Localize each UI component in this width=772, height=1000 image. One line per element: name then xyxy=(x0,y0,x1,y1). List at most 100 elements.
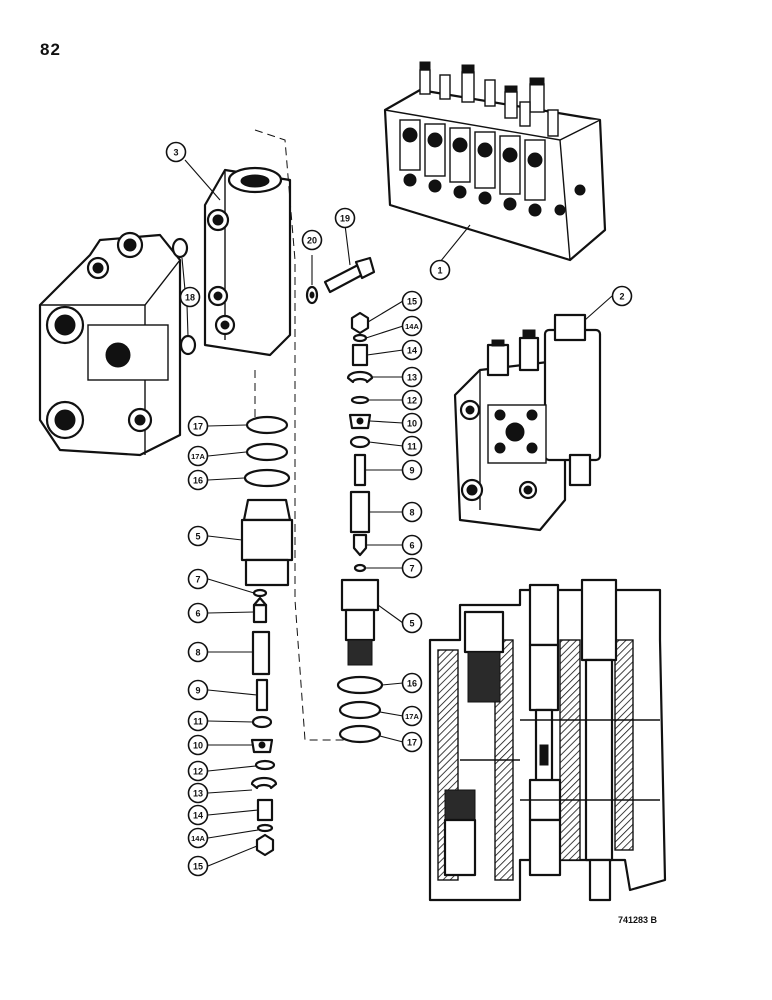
callout-label: 11 xyxy=(407,442,417,452)
callout-c14l: 14 xyxy=(187,804,209,826)
o-rings-18 xyxy=(171,237,197,356)
callout-c5r: 5 xyxy=(401,612,423,634)
callout-c16r: 16 xyxy=(401,672,423,694)
callout-label: 13 xyxy=(407,373,417,383)
callout-bubble xyxy=(401,315,423,337)
assembly-guide-line xyxy=(254,129,360,741)
valve-section xyxy=(453,295,613,532)
callout-bubble xyxy=(187,710,209,732)
callout-bubble xyxy=(187,602,209,624)
callout-c14r: 14 xyxy=(401,339,423,361)
callout-label: 7 xyxy=(409,564,414,574)
callout-layer: 1231820191514A1413121011986751617A171717… xyxy=(165,141,633,877)
callout-label: 15 xyxy=(407,297,417,307)
callout-bubble xyxy=(187,641,209,663)
callout-c15r: 15 xyxy=(401,290,423,312)
washer-and-bolt xyxy=(305,224,376,305)
callout-c9r: 9 xyxy=(401,459,423,481)
page-number: 82 xyxy=(40,40,61,59)
callout-label: 19 xyxy=(340,214,350,224)
relief-valve-stack-left xyxy=(240,415,294,857)
callout-bubble xyxy=(187,827,209,849)
callout-c14Al: 14A xyxy=(187,827,209,849)
callout-bubble xyxy=(401,412,423,434)
callout-c17l: 17 xyxy=(187,415,209,437)
callout-leaders xyxy=(207,300,404,867)
callout-c10r: 10 xyxy=(401,412,423,434)
callout-c2: 2 xyxy=(611,285,633,307)
callout-label: 17A xyxy=(191,452,205,461)
callout-label: 3 xyxy=(173,148,178,158)
callout-label: 18 xyxy=(185,293,195,303)
callout-bubble xyxy=(401,557,423,579)
callout-bubble xyxy=(187,568,209,590)
callout-c15l: 15 xyxy=(187,855,209,877)
callout-c7r: 7 xyxy=(401,557,423,579)
callout-c5l: 5 xyxy=(187,525,209,547)
callout-bubble xyxy=(401,435,423,457)
callout-bubble xyxy=(401,389,423,411)
callout-label: 9 xyxy=(409,466,414,476)
callout-bubble xyxy=(401,501,423,523)
callout-bubble xyxy=(401,459,423,481)
callout-label: 10 xyxy=(407,419,417,429)
callout-c13l: 13 xyxy=(187,782,209,804)
callout-label: 1 xyxy=(437,266,442,276)
callout-label: 6 xyxy=(409,541,414,551)
callout-label: 13 xyxy=(193,789,203,799)
callout-bubble xyxy=(187,782,209,804)
callout-bubble xyxy=(401,534,423,556)
callout-bubble xyxy=(334,207,356,229)
callout-c10l: 10 xyxy=(187,734,209,756)
callout-label: 15 xyxy=(193,862,203,872)
callout-label: 5 xyxy=(195,532,200,542)
callout-c16l: 16 xyxy=(187,469,209,491)
callout-label: 14 xyxy=(407,346,417,356)
callout-bubble xyxy=(187,734,209,756)
callout-label: 17A xyxy=(405,712,419,721)
callout-bubble xyxy=(401,705,423,727)
callout-label: 17 xyxy=(407,738,417,748)
callout-bubble xyxy=(401,366,423,388)
callout-label: 5 xyxy=(409,619,414,629)
callout-label: 20 xyxy=(307,236,317,246)
callout-c9l: 9 xyxy=(187,679,209,701)
callout-c12l: 12 xyxy=(187,760,209,782)
callout-label: 8 xyxy=(409,508,414,518)
callout-label: 11 xyxy=(193,717,203,727)
inlet-outlet-body xyxy=(38,231,182,457)
callout-bubble xyxy=(187,525,209,547)
callout-bubble xyxy=(179,286,201,308)
callout-label: 10 xyxy=(193,741,203,751)
callout-c18: 18 xyxy=(179,286,201,308)
callout-bubble xyxy=(187,469,209,491)
callout-label: 8 xyxy=(195,648,200,658)
callout-c13r: 13 xyxy=(401,366,423,388)
manifold-cover xyxy=(184,159,292,357)
callout-c17Ar: 17A xyxy=(401,705,423,727)
cutaway-section-view xyxy=(428,578,667,902)
callout-label: 9 xyxy=(195,686,200,696)
callout-c17Al: 17A xyxy=(187,445,209,467)
callout-bubble xyxy=(187,760,209,782)
callout-c1: 1 xyxy=(429,259,451,281)
callout-bubble xyxy=(611,285,633,307)
callout-bubble xyxy=(187,445,209,467)
callout-c11r: 11 xyxy=(401,435,423,457)
callout-label: 16 xyxy=(407,679,417,689)
callout-label: 12 xyxy=(193,767,203,777)
callout-bubble xyxy=(401,612,423,634)
callout-bubble xyxy=(165,141,187,163)
callout-label: 12 xyxy=(407,396,417,406)
callout-c8r: 8 xyxy=(401,501,423,523)
callout-label: 14A xyxy=(191,834,205,843)
callout-c20: 20 xyxy=(301,229,323,251)
callout-bubble xyxy=(187,804,209,826)
callout-label: 6 xyxy=(195,609,200,619)
callout-bubble xyxy=(401,672,423,694)
callout-c3: 3 xyxy=(165,141,187,163)
callout-c17r: 17 xyxy=(401,731,423,753)
callout-bubble xyxy=(301,229,323,251)
callout-label: 2 xyxy=(619,292,624,302)
